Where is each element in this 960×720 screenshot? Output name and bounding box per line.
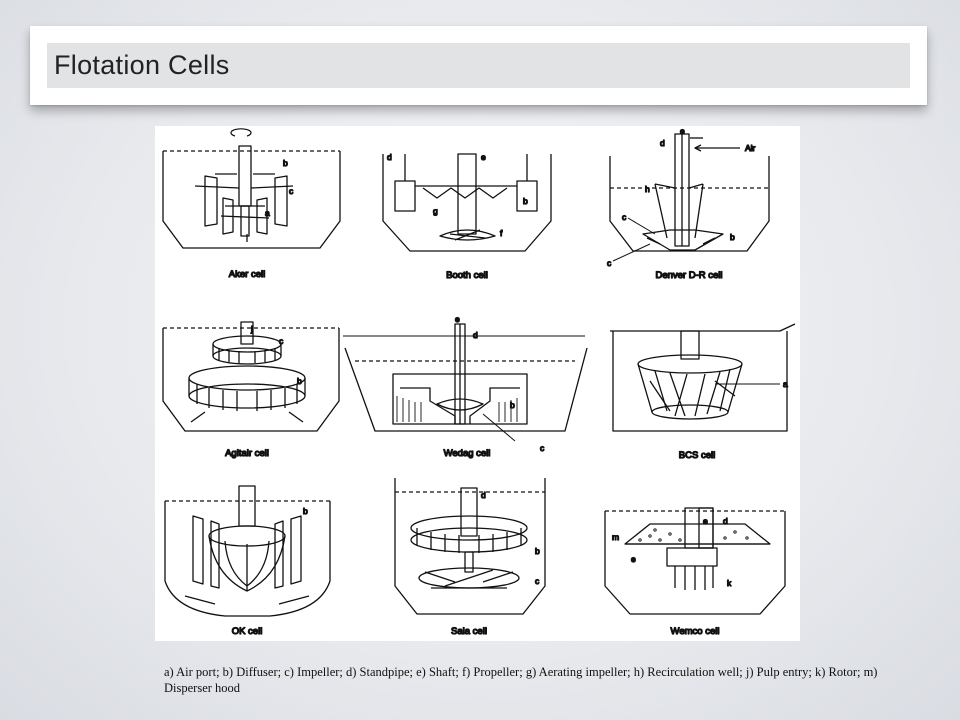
agitair-label-c: c — [279, 336, 284, 346]
denver-label-b: b — [730, 232, 735, 242]
sala-caption: Sala cell — [451, 626, 487, 637]
denver-label-c-bottom: c — [607, 258, 612, 268]
title-bar: Flotation Cells — [47, 43, 910, 88]
denver-label-h: h — [645, 184, 650, 194]
agitair-caption: Agitair cell — [225, 448, 269, 459]
bcs-cell-drawing — [610, 323, 796, 432]
bcs-label-a: a — [783, 379, 788, 389]
wemco-cell-drawing — [604, 507, 786, 615]
sala-cell-drawing — [394, 478, 546, 615]
booth-label-f: f — [500, 228, 503, 238]
wedag-caption: Wedag cell — [444, 448, 491, 459]
aker-label-b: b — [283, 158, 288, 168]
flotation-cells-figure: b c a Aker cell d e g b f Booth cell e d… — [155, 126, 800, 641]
agitair-label-b: b — [297, 376, 302, 386]
ok-caption: OK cell — [232, 626, 263, 637]
wedag-label-c: c — [540, 443, 545, 453]
aker-label-c: c — [289, 186, 294, 196]
aker-caption: Aker cell — [229, 269, 265, 280]
booth-label-b: b — [523, 196, 528, 206]
sala-label-c: c — [535, 576, 540, 586]
wedag-label-b: b — [510, 400, 515, 410]
agitair-label-j: j — [250, 324, 253, 334]
denver-label-e: e — [680, 126, 685, 136]
denver-caption: Denver D-R cell — [655, 270, 722, 281]
wemco-label-d: d — [723, 516, 728, 526]
wemco-label-m: m — [612, 532, 619, 542]
title-card: Flotation Cells — [30, 26, 927, 105]
wedag-label-d: d — [473, 330, 478, 340]
booth-cell-drawing — [382, 153, 552, 252]
slide-title: Flotation Cells — [54, 50, 230, 80]
wedag-label-e: e — [455, 314, 460, 324]
sala-label-b: b — [535, 546, 540, 556]
wemco-label-e-bottom: e — [631, 554, 636, 564]
agitair-cell-drawing — [162, 321, 340, 432]
booth-label-e: e — [481, 152, 486, 162]
denver-label-air: Air — [745, 143, 756, 153]
denver-label-d: d — [660, 138, 665, 148]
wedag-cell-drawing — [343, 323, 588, 442]
denver-label-c-top: c — [622, 212, 627, 222]
wemco-label-k: k — [727, 578, 732, 588]
booth-caption: Booth cell — [446, 270, 488, 281]
sala-label-d: d — [481, 490, 486, 500]
bcs-caption: BCS cell — [679, 450, 715, 461]
aker-cell-drawing — [162, 128, 341, 249]
denver-cell-drawing — [609, 133, 770, 252]
wemco-label-e-top: e — [703, 516, 708, 526]
ok-cell-drawing — [164, 485, 331, 617]
aker-label-a: a — [265, 208, 270, 218]
ok-label-b: b — [303, 506, 308, 516]
booth-label-d: d — [387, 152, 392, 162]
wemco-caption: Wemco cell — [671, 626, 720, 637]
booth-label-g: g — [433, 206, 438, 216]
figure-legend: a) Air port; b) Diffuser; c) Impeller; d… — [164, 665, 878, 695]
